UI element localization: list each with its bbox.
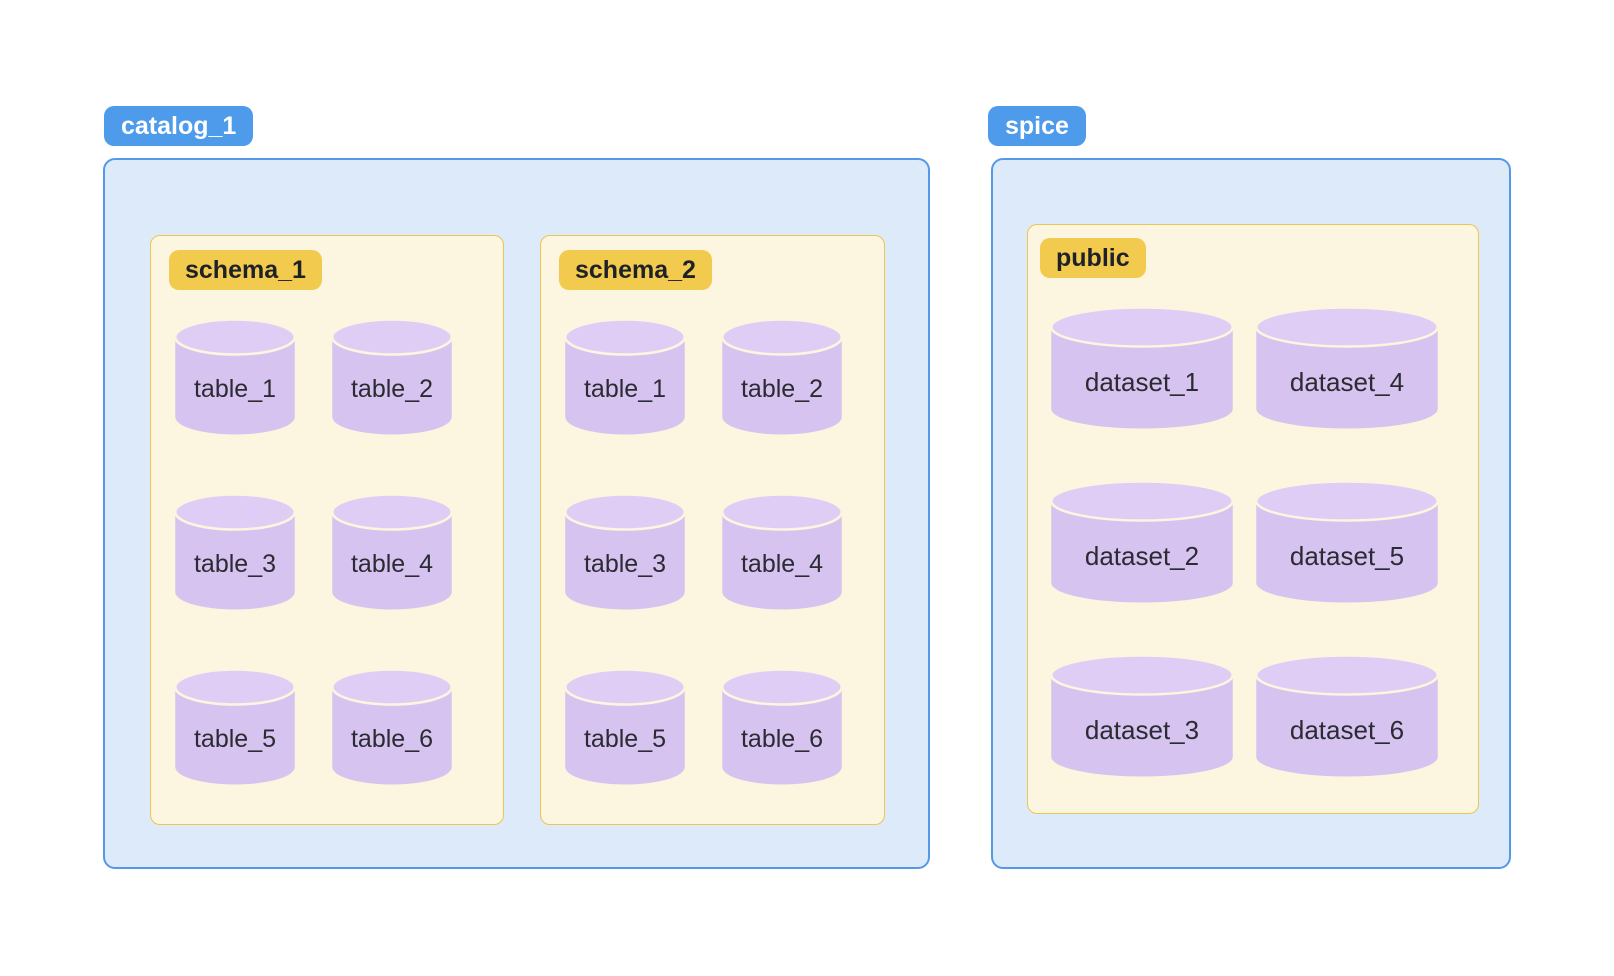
dataset-label: dataset_6 [1289,714,1405,745]
dataset-label: dataset_2 [1084,540,1200,571]
database-cylinder-icon [331,318,453,435]
table-grid: table_1 table_2 table_3 [564,318,884,786]
table-cylinder: table_3 [564,493,686,611]
database-cylinder-icon [721,668,843,785]
dataset-label: dataset_3 [1084,714,1200,745]
dataset-cylinder: dataset_2 [1050,480,1234,606]
dataset-label: dataset_4 [1289,366,1405,397]
schema-2-box: schema_2 table_1 table_2 [540,235,885,825]
table-label: table_3 [583,549,667,578]
catalog-badge: catalog_1 [104,106,254,146]
table-cylinder: table_6 [331,668,453,786]
table-label: table_5 [193,724,277,753]
public-box: public dataset_1 dataset_4 [1027,224,1479,814]
dataset-cylinder: dataset_3 [1050,654,1234,780]
table-label: table_6 [740,724,824,753]
schema-2-badge: schema_2 [559,250,712,290]
database-cylinder-icon [174,318,296,435]
table-label: table_5 [583,724,667,753]
table-label: table_3 [193,549,277,578]
database-cylinder-icon [1255,654,1439,777]
database-cylinder-icon [721,318,843,435]
table-label: table_2 [740,374,824,403]
table-label: table_4 [740,549,824,578]
spice-badge: spice [988,106,1086,146]
dataset-label: dataset_5 [1289,540,1405,571]
table-label: table_1 [193,374,277,403]
table-cylinder: table_5 [174,668,296,786]
database-cylinder-icon [564,318,686,435]
table-cylinder: table_5 [564,668,686,786]
schema-badge-row: schema_1 [151,236,503,290]
database-cylinder-icon [1255,306,1439,429]
schema-1-badge: schema_1 [169,250,322,290]
database-cylinder-icon [1050,480,1234,603]
table-label: table_4 [350,549,434,578]
dataset-label: dataset_1 [1084,366,1200,397]
public-badge: public [1040,238,1146,278]
database-cylinder-icon [721,493,843,610]
table-cylinder: table_6 [721,668,843,786]
table-cylinder: table_2 [331,318,453,436]
schema-1-box: schema_1 table_1 table_2 [150,235,504,825]
dataset-cylinder: dataset_5 [1255,480,1439,606]
catalog-container: schema_1 table_1 table_2 [103,158,930,869]
table-label: table_1 [583,374,667,403]
database-cylinder-icon [1050,306,1234,429]
database-cylinder-icon [564,668,686,785]
table-cylinder: table_1 [174,318,296,436]
table-label: table_2 [350,374,434,403]
table-cylinder: table_4 [331,493,453,611]
dataset-cylinder: dataset_4 [1255,306,1439,432]
schema-badge-row: public [1028,225,1478,278]
dataset-cylinder: dataset_6 [1255,654,1439,780]
database-cylinder-icon [174,668,296,785]
database-cylinder-icon [331,493,453,610]
database-cylinder-icon [174,493,296,610]
database-cylinder-icon [1050,654,1234,777]
database-cylinder-icon [331,668,453,785]
table-label: table_6 [350,724,434,753]
table-cylinder: table_1 [564,318,686,436]
schema-badge-row: schema_2 [541,236,884,290]
database-cylinder-icon [564,493,686,610]
spice-container: public dataset_1 dataset_4 [991,158,1511,869]
table-cylinder: table_2 [721,318,843,436]
database-cylinder-icon [1255,480,1439,603]
table-cylinder: table_3 [174,493,296,611]
table-cylinder: table_4 [721,493,843,611]
dataset-cylinder: dataset_1 [1050,306,1234,432]
table-grid: table_1 table_2 table_3 [174,318,503,786]
dataset-grid: dataset_1 dataset_4 dataset_2 [1050,306,1478,780]
